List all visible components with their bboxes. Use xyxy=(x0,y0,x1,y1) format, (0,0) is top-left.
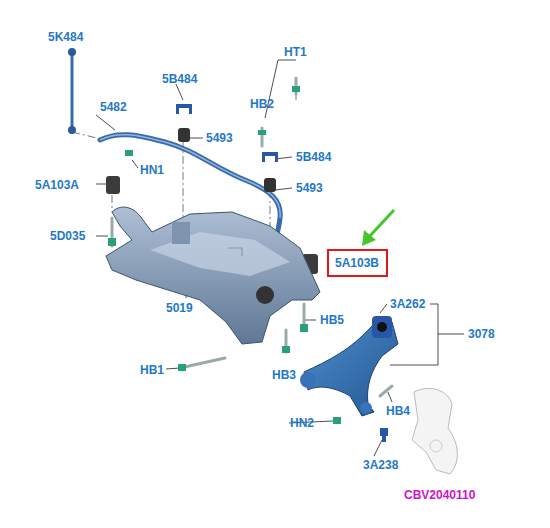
callout-number: HT1 xyxy=(284,45,307,59)
callout-number: 5493 xyxy=(296,181,323,195)
callout-number: 5B484 xyxy=(296,150,331,164)
callout-number: 5A103B xyxy=(335,256,380,270)
callout-number: HB1 xyxy=(140,363,164,377)
callout-number: HB4 xyxy=(386,404,410,418)
pointer-arrow xyxy=(362,210,394,246)
callout-number: HB3 xyxy=(272,368,296,382)
callout-number: 3A238 xyxy=(363,458,398,472)
callout-number: HB2 xyxy=(250,97,274,111)
callout-number: 3078 xyxy=(468,327,495,341)
lower-control-arm xyxy=(300,316,398,416)
callout-number: 5B484 xyxy=(162,72,197,86)
subframe xyxy=(106,207,320,344)
steering-knuckle xyxy=(412,388,457,474)
subframe-bushing xyxy=(106,176,120,194)
callout-number: HN1 xyxy=(140,163,164,177)
highlight-box: 5A103B xyxy=(327,249,388,277)
callout-number: HN2 xyxy=(290,416,314,430)
callout-number: 5482 xyxy=(100,100,127,114)
callout-number: CBV2040110 xyxy=(404,488,475,502)
callout-number: 5D035 xyxy=(50,229,85,243)
callout-number: 5019 xyxy=(166,301,193,315)
callout-number: 5K484 xyxy=(48,30,83,44)
bushing-brackets xyxy=(176,104,278,192)
stabilizer-link xyxy=(68,48,76,134)
callout-number: 5A103A xyxy=(35,178,79,192)
callout-number: HB5 xyxy=(320,313,344,327)
callout-number: 5493 xyxy=(206,131,233,145)
callout-number: 3A262 xyxy=(390,297,425,311)
